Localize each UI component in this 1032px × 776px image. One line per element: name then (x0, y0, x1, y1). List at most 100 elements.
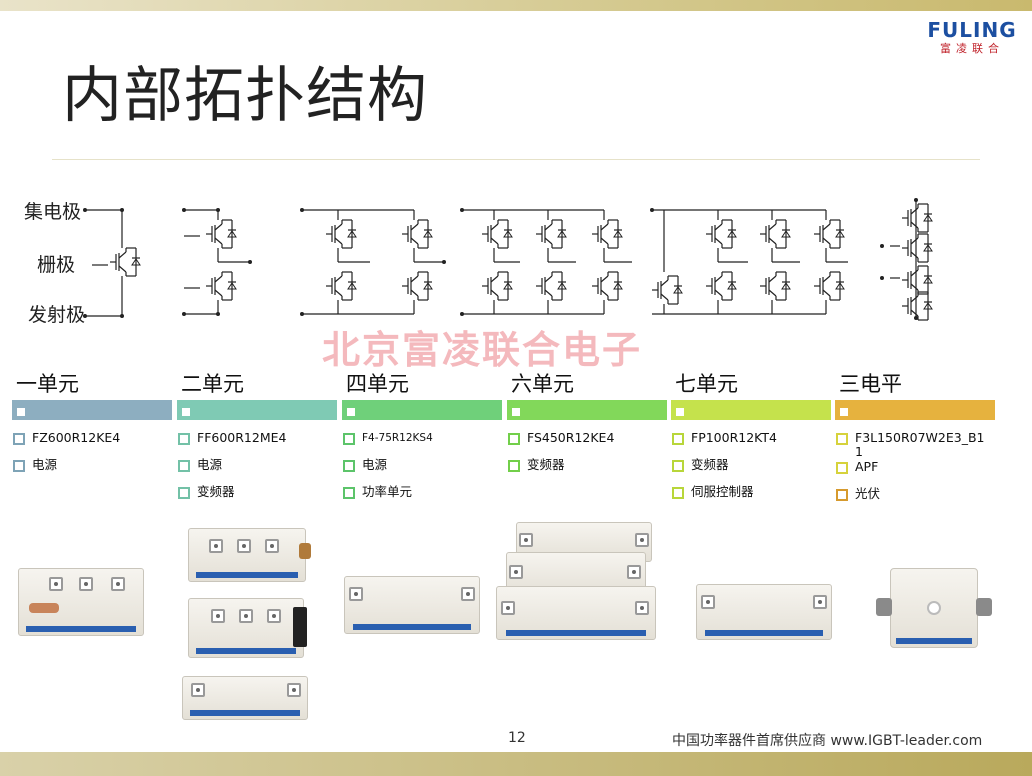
diagram-line (600, 289, 609, 297)
junction-dot (300, 312, 304, 316)
list-item: 变频器 (671, 457, 831, 484)
diagram-line (544, 223, 553, 231)
topology-diagrams (83, 198, 933, 321)
item-label: 变频器 (691, 457, 729, 472)
item-label: 伺服控制器 (691, 484, 754, 499)
module-photo-six-unit (496, 522, 658, 640)
diagram-line (822, 289, 831, 297)
list-item: 功率单元 (342, 484, 502, 511)
column-title: 七单元 (675, 372, 738, 396)
diagram-line (660, 293, 669, 301)
column-title: 六单元 (511, 372, 574, 396)
checkbox-icon (343, 460, 355, 472)
column-quad-unit: 四单元 F4-75R12KS4 电源 功率单元 (342, 370, 502, 511)
diagram-line (214, 275, 223, 283)
diagram-line (490, 275, 499, 283)
item-label: APF (855, 459, 879, 474)
column-title: 二单元 (181, 372, 244, 396)
junction-dot (300, 208, 304, 212)
item-label: FP100R12KT4 (691, 430, 777, 445)
column-title: 三电平 (839, 372, 902, 396)
diagram-line (600, 275, 609, 283)
diode-symbol (613, 282, 623, 290)
footer-tagline: 中国功率器件首席供应商 www.IGBT-leader.com (672, 733, 983, 749)
diode-symbol (923, 214, 933, 222)
diagram-line (768, 237, 777, 245)
junction-dot (216, 312, 220, 316)
bottom-band (0, 752, 1032, 776)
diagram-line (334, 289, 343, 297)
checkbox-icon (178, 460, 190, 472)
diagram-line (714, 275, 723, 283)
list-item: 变频器 (177, 484, 337, 511)
diagram-line (714, 237, 723, 245)
diagram-line (768, 289, 777, 297)
diagram-line (910, 269, 919, 277)
diagram-line (410, 223, 419, 231)
diode-symbol (423, 230, 433, 238)
diagram-line (660, 279, 669, 287)
junction-dot (460, 312, 464, 316)
junction-dot (914, 316, 918, 320)
diode-symbol (557, 230, 567, 238)
diagram-line (544, 289, 553, 297)
column-dual-unit: 二单元 FF600R12ME4 电源 变频器 (177, 370, 337, 511)
diagram-line (490, 223, 499, 231)
page-title: 内部拓扑结构 (62, 61, 428, 131)
item-label: 变频器 (527, 457, 565, 472)
item-label: 电源 (32, 457, 58, 472)
diode-symbol (727, 230, 737, 238)
junction-dot (83, 314, 87, 318)
item-label: 电源 (362, 457, 388, 472)
module-photo-seven-unit (696, 584, 832, 640)
checkbox-icon (508, 460, 520, 472)
diagram-line (822, 237, 831, 245)
diagram-line (910, 221, 919, 229)
diagram-line (910, 283, 919, 291)
diode-symbol (613, 230, 623, 238)
diode-symbol (227, 230, 237, 238)
junction-dot (880, 244, 884, 248)
list-item: 光伏 (835, 486, 995, 513)
diagram-line (214, 289, 223, 297)
diode-symbol (557, 282, 567, 290)
list-item: 伺服控制器 (671, 484, 831, 511)
gate-label: 栅极 (37, 254, 76, 276)
diagram-line (544, 275, 553, 283)
junction-dot (182, 208, 186, 212)
column-header-bar (507, 400, 667, 420)
diode-symbol (835, 230, 845, 238)
diode-symbol (835, 282, 845, 290)
item-label: F3L150R07W2E3_B11 (855, 430, 985, 459)
list-item: 电源 (12, 457, 172, 484)
checkbox-icon (13, 433, 25, 445)
module-photo-single-unit (18, 568, 144, 636)
watermark-text: 北京富凌联合电子 (322, 328, 643, 372)
module-photo-dual-unit (182, 528, 312, 724)
top-band (0, 0, 1032, 11)
checkbox-icon (343, 487, 355, 499)
collector-label: 集电极 (24, 201, 82, 223)
junction-dot (83, 208, 87, 212)
diagram-line (822, 223, 831, 231)
diagram-line (334, 223, 343, 231)
checkbox-icon (508, 433, 520, 445)
list-item: FP100R12KT4 (671, 430, 831, 457)
diode-symbol (227, 282, 237, 290)
column-seven-unit: 七单元 FP100R12KT4 变频器 伺服控制器 (671, 370, 831, 511)
checkbox-icon (13, 460, 25, 472)
checkbox-icon (178, 487, 190, 499)
module-photo-three-level (876, 568, 992, 650)
diode-symbol (503, 230, 513, 238)
item-label: FS450R12KE4 (527, 430, 615, 445)
item-label: 功率单元 (362, 484, 413, 499)
diagram-line (410, 237, 419, 245)
checkbox-icon (672, 460, 684, 472)
item-label: FZ600R12KE4 (32, 430, 121, 445)
column-header-bar (12, 400, 172, 420)
column-three-level: 三电平 F3L150R07W2E3_B11 APF 光伏 (835, 370, 995, 513)
diode-symbol (423, 282, 433, 290)
diagram-line (714, 289, 723, 297)
diagram-line (768, 275, 777, 283)
list-item: 电源 (177, 457, 337, 484)
